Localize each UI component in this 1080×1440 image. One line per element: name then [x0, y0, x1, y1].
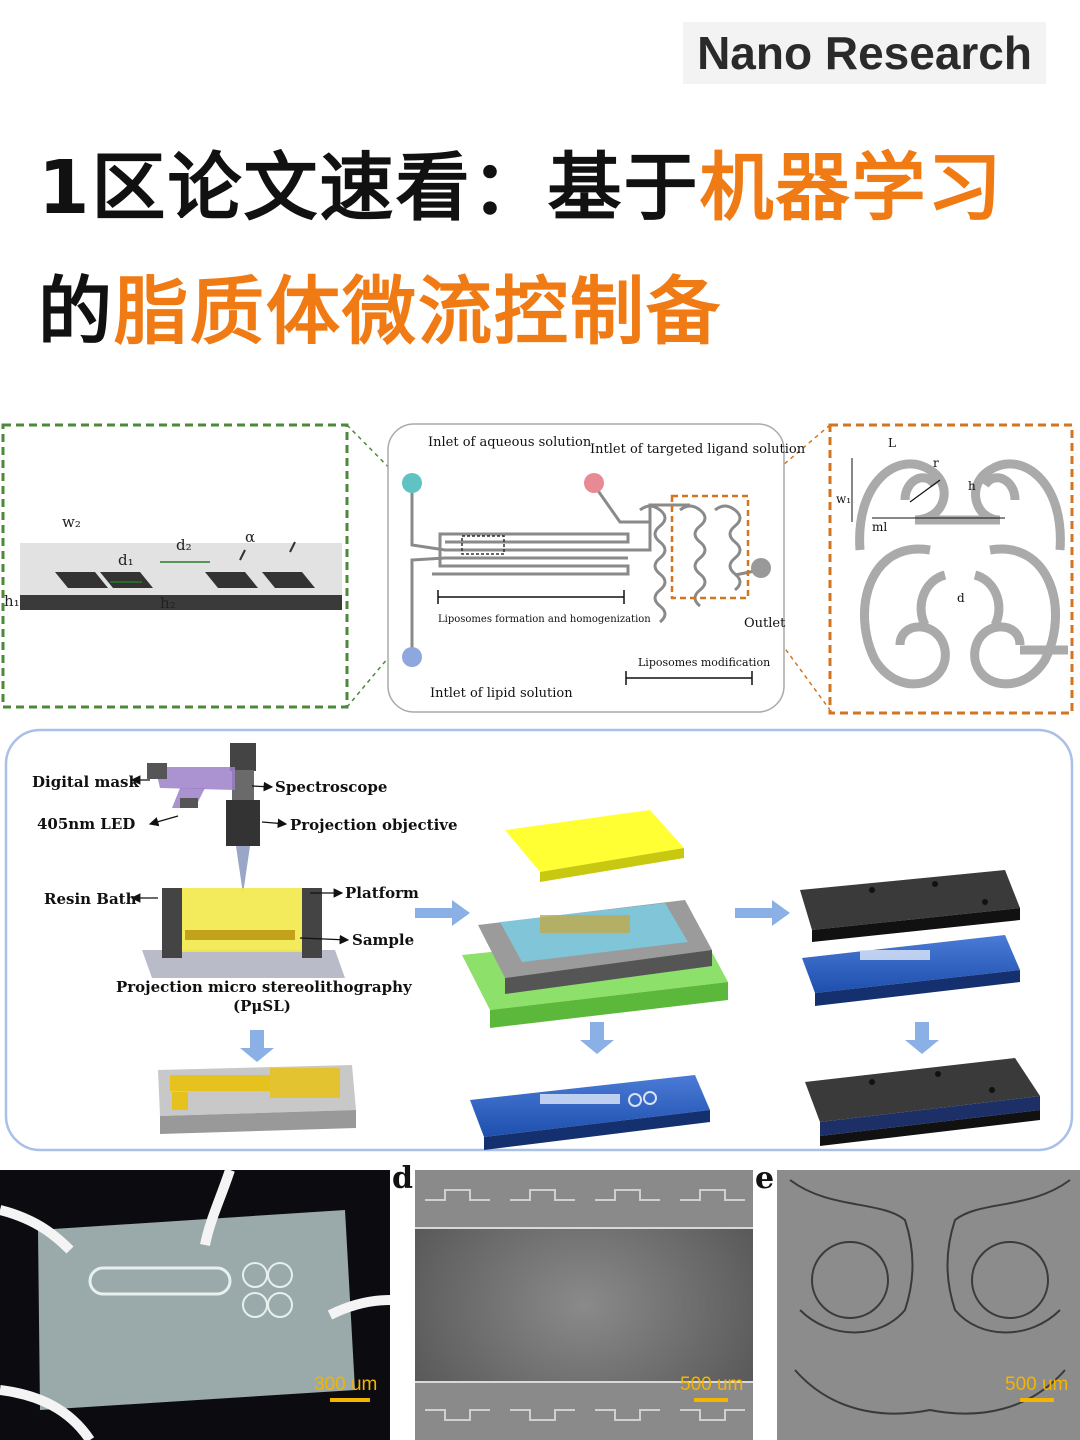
- label-inlet-aqueous: Inlet of aqueous solution: [428, 435, 592, 450]
- label-led: 405nm LED: [37, 815, 135, 833]
- scale-bar-c-label: 300 um: [314, 1374, 377, 1395]
- label-spectroscope: Spectroscope: [275, 778, 387, 796]
- scale-bar-e-label: 500 um: [1005, 1374, 1068, 1395]
- paper-figure: w₂ d₁ d₂ α h₁ h₂: [0, 423, 1080, 1440]
- label-inlet-lipid: Intlet of lipid solution: [430, 686, 573, 701]
- label-h1: h₁: [4, 592, 20, 610]
- flow-arrow-down-2: [580, 1022, 614, 1054]
- panel-letter-e: e: [755, 1161, 774, 1196]
- scale-bar-c: [330, 1398, 370, 1402]
- pdms-casting: [462, 810, 728, 1028]
- label-platform: Platform: [345, 884, 419, 902]
- title-line-2-highlight: 脂质体微流控制备: [114, 269, 722, 355]
- label-r: r: [933, 456, 939, 470]
- channel-cross-section: [20, 541, 342, 610]
- panel-d: d 500 um: [392, 1161, 753, 1440]
- label-w1: w₁: [836, 492, 851, 506]
- title-line-1: 1区论文速看：基于机器学习: [38, 128, 1004, 235]
- label-method-abbr: (PμSL): [233, 997, 291, 1015]
- flow-arrow-down-3: [905, 1022, 939, 1054]
- label-h: h: [968, 479, 976, 493]
- label-L: L: [888, 436, 896, 450]
- label-method: Projection micro stereolithography: [116, 978, 413, 996]
- flow-arrow-right-2: [735, 900, 790, 926]
- printer-illustration: [142, 743, 345, 978]
- scale-bar-d: [694, 1398, 728, 1402]
- scale-bar-e: [1020, 1398, 1054, 1402]
- label-d1: d₁: [118, 551, 134, 569]
- label-formation: Liposomes formation and homogenization: [438, 614, 651, 625]
- panel-e: e 500 um: [755, 1161, 1080, 1440]
- inlet-ligand-dot: [584, 473, 604, 493]
- scale-bar-d-label: 500 um: [680, 1374, 743, 1395]
- label-modification: Liposomes modification: [638, 656, 770, 669]
- panel-a: w₂ d₁ d₂ α h₁ h₂: [1, 423, 1074, 715]
- label-w2: w₂: [62, 513, 81, 531]
- label-h2: h₂: [160, 594, 176, 612]
- outlet-dot: [751, 558, 771, 578]
- title-line-1-prefix: 1区论文速看：基于: [38, 145, 700, 231]
- title-line-2-prefix: 的: [38, 269, 114, 355]
- title-line-2: 的脂质体微流控制备: [38, 252, 722, 359]
- spiral-geometry: [855, 459, 1068, 689]
- label-resin-bath: Resin Bath: [44, 890, 137, 908]
- flow-arrow-down-1: [240, 1030, 274, 1062]
- inlet-lipid-dot: [402, 647, 422, 667]
- panel-b: Digital mask 405nm LED Spectroscope Proj…: [4, 728, 1074, 1152]
- title-line-1-highlight: 机器学习: [699, 145, 1004, 231]
- chip-channels: [410, 484, 761, 655]
- label-sample: Sample: [352, 931, 414, 949]
- panel-c: 300 um: [0, 1168, 391, 1440]
- label-outlet: Outlet: [744, 616, 786, 631]
- bonding-step: [800, 870, 1040, 1146]
- label-alpha: α: [245, 528, 255, 546]
- label-inlet-ligand: Intlet of targeted ligand solution: [590, 442, 806, 457]
- inlet-aqueous-dot: [402, 473, 422, 493]
- label-d-gap: d: [957, 591, 965, 605]
- journal-name: Nano Research: [683, 22, 1046, 84]
- panel-letter-d: d: [392, 1161, 413, 1196]
- printed-mold: [158, 1065, 356, 1134]
- label-digital-mask: Digital mask: [32, 773, 139, 791]
- label-projection-objective: Projection objective: [290, 816, 458, 834]
- micrograph-e: [777, 1170, 1080, 1440]
- flow-arrow-right-1: [415, 900, 470, 926]
- label-d2: d₂: [176, 536, 192, 554]
- label-ml: ml: [872, 520, 887, 534]
- replicated-chip: [470, 1075, 710, 1150]
